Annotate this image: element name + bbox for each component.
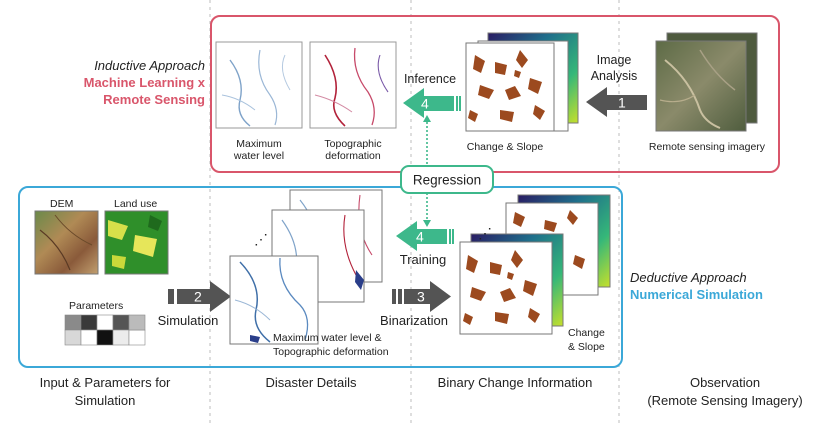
inductive-title: Inductive Approach xyxy=(94,58,205,73)
label-maxwater-topo-2: Topographic deformation xyxy=(273,346,389,358)
label-training: Training xyxy=(400,252,446,267)
step-4-bottom-label: 4 xyxy=(416,229,424,245)
label-topo-2: deformation xyxy=(325,150,381,162)
regression-box xyxy=(400,165,494,194)
label-maxwater-topo-1: Maximum water level & xyxy=(273,332,382,344)
label-change-slope-top: Change & Slope xyxy=(467,141,544,153)
label-parameters: Parameters xyxy=(69,300,123,312)
column-3-caption: Binary Change Information xyxy=(438,375,593,390)
regression-arrowhead-up xyxy=(423,115,431,122)
column-4-caption-2: (Remote Sensing Imagery) xyxy=(647,393,802,408)
label-image-analysis-1: Image xyxy=(597,53,632,67)
step-1-arrow: 1 xyxy=(586,87,647,117)
label-max-water-1: Maximum xyxy=(236,138,282,150)
label-dem: DEM xyxy=(50,198,73,210)
label-regression: Regression xyxy=(413,173,481,188)
regression-arrowhead-down xyxy=(423,220,431,227)
deductive-title: Deductive Approach xyxy=(630,270,747,285)
step-1-label: 1 xyxy=(618,95,626,111)
stack-dots-left: ⋰ xyxy=(254,231,268,247)
step-3-arrow: 3 xyxy=(392,281,451,312)
step-4-top-arrow: 4 xyxy=(403,88,461,118)
step-4-bottom-arrow: 4 xyxy=(396,221,454,251)
column-2-caption: Disaster Details xyxy=(265,375,357,390)
step-4-top-label: 4 xyxy=(421,96,429,112)
label-change-bottom-2: & Slope xyxy=(568,341,605,353)
deductive-box xyxy=(18,186,623,368)
label-binarization: Binarization xyxy=(380,313,448,328)
land-use-image xyxy=(104,210,169,275)
stack-dots-right: ⋰ xyxy=(478,225,492,241)
step-3-label: 3 xyxy=(417,289,425,305)
deductive-subtitle: Numerical Simulation xyxy=(630,287,763,302)
label-land-use: Land use xyxy=(114,198,157,210)
remote-sensing-imagery-image xyxy=(655,32,758,132)
column-1-caption-2: Simulation xyxy=(75,393,136,408)
max-water-level-image xyxy=(215,41,303,129)
inductive-box xyxy=(210,15,780,173)
dem-image xyxy=(34,210,99,275)
parameters-grid xyxy=(64,314,146,346)
column-4-caption-1: Observation xyxy=(690,375,760,390)
label-simulation: Simulation xyxy=(158,313,219,328)
step-2-arrow: 2 xyxy=(168,281,231,312)
change-slope-stack-top xyxy=(465,32,579,132)
inductive-subtitle-1: Machine Learning x xyxy=(84,75,206,90)
binary-change-stack xyxy=(459,194,611,335)
label-inference: Inference xyxy=(404,72,456,86)
topographic-deformation-image xyxy=(309,41,397,129)
label-remote-imagery: Remote sensing imagery xyxy=(649,141,766,153)
label-change-bottom-1: Change xyxy=(568,327,605,339)
label-image-analysis-2: Analysis xyxy=(591,69,638,83)
label-max-water-1b: water level xyxy=(233,150,284,162)
column-1-caption-1: Input & Parameters for xyxy=(40,375,171,390)
disaster-details-stack xyxy=(229,189,383,345)
step-2-label: 2 xyxy=(194,289,202,305)
inductive-subtitle-2: Remote Sensing xyxy=(103,92,205,107)
label-topo-1: Topographic xyxy=(324,138,381,150)
